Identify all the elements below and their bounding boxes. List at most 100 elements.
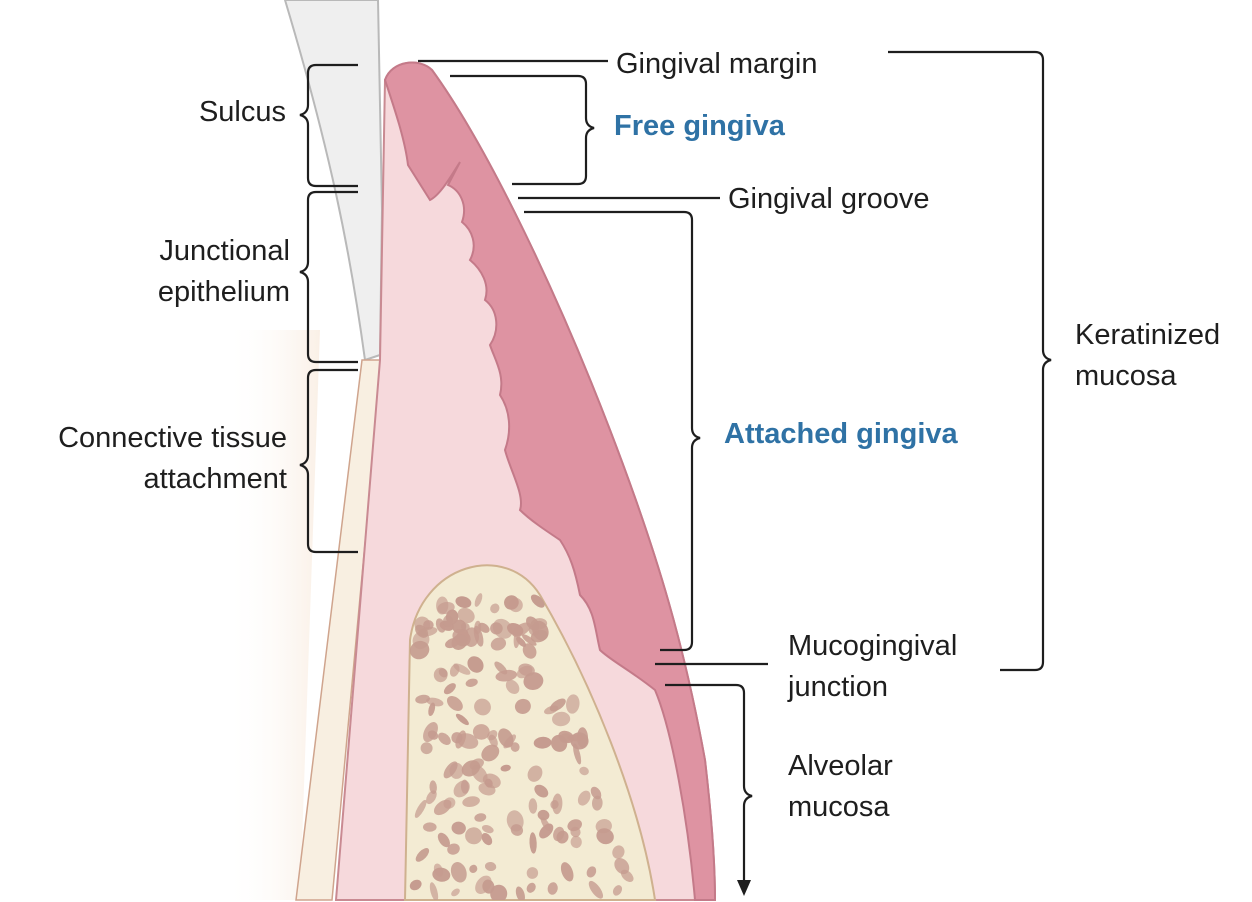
- bone-pore: [527, 765, 543, 782]
- keratinized-mucosa-label: Keratinized mucosa: [1075, 319, 1221, 392]
- bone-pore: [503, 734, 517, 749]
- bone-pore: [522, 643, 537, 659]
- bone-pore: [566, 694, 580, 714]
- bone-pore: [567, 734, 585, 742]
- bone-pore: [530, 594, 545, 608]
- bone-pore: [438, 732, 451, 745]
- bone-pore: [443, 761, 458, 779]
- attached-gingiva-bracket: [524, 210, 701, 652]
- bone-pore: [552, 793, 563, 815]
- bone-pore: [429, 780, 437, 794]
- bone-pore: [516, 636, 527, 647]
- bone-pore: [472, 724, 490, 740]
- sulcus-bracket: [299, 63, 358, 188]
- gingival-margin-label: Gingival margin: [616, 48, 818, 80]
- bone-pore: [460, 622, 470, 631]
- bone-pore: [495, 669, 518, 682]
- free-gingiva-bracket: [450, 74, 595, 186]
- bone-pore: [409, 879, 422, 891]
- bone-pore: [446, 696, 463, 711]
- bone-pore: [484, 861, 497, 872]
- bone-pore: [490, 637, 507, 651]
- alveolar-bone: [403, 564, 657, 901]
- bone-pore: [612, 885, 623, 896]
- bone-pore: [475, 875, 492, 895]
- junctional-bracket: [299, 190, 358, 364]
- bone-pore: [515, 886, 525, 900]
- attached-gingiva-label: Attached gingiva: [724, 418, 958, 450]
- bone-pore: [451, 821, 466, 835]
- bone-pore: [588, 880, 604, 899]
- bone-pore: [437, 832, 450, 848]
- bone-pore: [415, 694, 430, 704]
- tooth-surface: [283, 0, 384, 362]
- bone-pore: [447, 843, 460, 855]
- bone-pore: [465, 678, 478, 687]
- alveolar-mucosa-label: Alveolar mucosa: [788, 750, 893, 823]
- bone-pore: [450, 862, 467, 883]
- bone-pore: [544, 705, 559, 715]
- bone-pore: [526, 867, 539, 879]
- bone-pore: [533, 736, 552, 749]
- bone-pore: [449, 664, 460, 677]
- bone-pore: [481, 833, 493, 846]
- bone-pore: [455, 713, 469, 726]
- keratinized-bracket: [888, 50, 1052, 672]
- bone-pore: [433, 667, 448, 683]
- bone-pore: [577, 790, 591, 806]
- bone-pore: [420, 742, 433, 755]
- bone-pore: [455, 596, 472, 608]
- bone-pore: [505, 679, 520, 694]
- bone-pore: [467, 656, 484, 673]
- bone-pore: [537, 809, 550, 821]
- tooth-root: [295, 359, 383, 901]
- sulcus-label: Sulcus: [198, 96, 286, 128]
- bone-pore: [522, 634, 537, 646]
- bone-pore: [579, 766, 589, 776]
- bone-pore: [508, 597, 523, 613]
- bone-pore: [586, 866, 597, 878]
- bone-pore: [573, 743, 582, 765]
- bone-pore: [478, 782, 496, 796]
- bone-pore: [423, 722, 438, 743]
- bone-pore: [500, 764, 511, 772]
- bone-pore: [462, 796, 480, 807]
- leader-lines: [299, 50, 1052, 888]
- bone-pore: [481, 744, 500, 762]
- bone-pore: [414, 799, 427, 818]
- bone-pore: [534, 784, 549, 798]
- bone-pore: [474, 698, 491, 716]
- bone-pore: [591, 795, 603, 811]
- bone-pore: [428, 702, 436, 717]
- bone-pore: [457, 607, 475, 624]
- gingival-groove-label: Gingival groove: [728, 183, 930, 215]
- bone-pore: [514, 698, 531, 714]
- bone-pore: [481, 825, 494, 834]
- bone-pore: [570, 826, 581, 838]
- bone-pore: [560, 862, 574, 882]
- bone-pore: [492, 618, 513, 639]
- bone-pore: [570, 835, 582, 849]
- connective-tissue-attachment-label: Connective tissue attachment: [58, 422, 287, 495]
- bone-pore: [442, 615, 454, 628]
- bone-pore: [490, 884, 508, 900]
- background-tissue: [225, 330, 320, 900]
- bone-pore: [595, 819, 612, 834]
- bone-pore: [553, 826, 565, 842]
- bone-pore: [528, 798, 538, 814]
- bone-pore: [457, 733, 479, 749]
- bone-pore: [453, 780, 470, 798]
- junctional-epithelium-label: Junctional epithelium: [157, 235, 290, 308]
- bone-pore: [510, 742, 520, 752]
- bone-pore: [550, 734, 568, 752]
- alveolar-arrow-head: [737, 880, 751, 896]
- bone-trabeculae: [409, 593, 634, 900]
- bone-pore: [432, 867, 451, 882]
- bone-pore: [443, 683, 456, 695]
- bone-pore: [445, 637, 460, 649]
- bone-pore: [532, 620, 549, 641]
- bone-pore: [488, 734, 498, 747]
- bone-pore: [423, 822, 437, 832]
- bone-pore: [529, 832, 537, 854]
